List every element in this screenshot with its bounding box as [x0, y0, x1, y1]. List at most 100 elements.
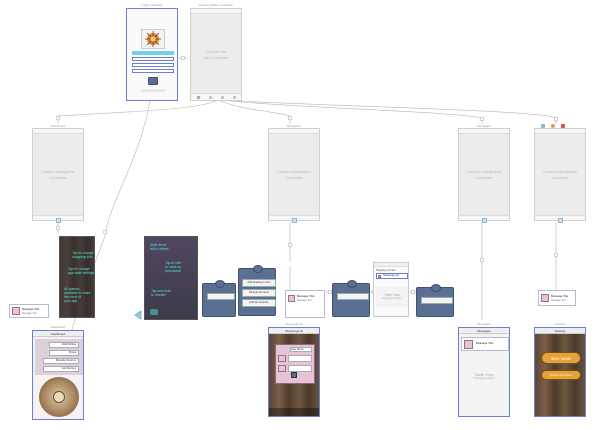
settings-header: Settings: [535, 328, 585, 334]
share-arrow-icon[interactable]: [134, 307, 142, 320]
shopping-table-label-1: Table View: [384, 293, 400, 297]
popup-blank-field[interactable]: [207, 293, 235, 300]
option-change-name[interactable]: Change list name: [242, 289, 276, 297]
nav-dashboard-scene[interactable]: Custom Navigation Controller: [32, 128, 84, 223]
popup-blank-3[interactable]: [416, 284, 454, 317]
shopping-list-scene[interactable]: Shopping List Item Name: [268, 327, 320, 417]
tip-text-4: app wide settings: [68, 271, 95, 275]
shopping-item-scene[interactable]: Shopping List Item Shopping List Table V…: [373, 262, 409, 317]
list-tip-7: to reorder: [151, 293, 166, 297]
right-message-title: Message Title: [551, 294, 569, 298]
login-controller-scene[interactable]: [126, 8, 178, 101]
nav-messages-label-2: Controller: [475, 175, 493, 180]
restore-purchases-button[interactable]: Restore Purchases: [541, 370, 581, 380]
tip-text-8: your app: [64, 299, 78, 303]
nav-messages-label-1: Custom Navigation: [467, 169, 501, 174]
extra-field[interactable]: [132, 69, 174, 73]
list-tip-6: Tap and hold: [151, 289, 171, 293]
buy-now-button[interactable]: BUY NOW: [541, 352, 581, 364]
login-button[interactable]: [148, 77, 158, 85]
message-avatar: [12, 307, 20, 315]
menu-item-wall-fishing[interactable]: Wall Fishing: [49, 342, 79, 348]
dashboard-dial[interactable]: [39, 377, 79, 417]
messages-scene[interactable]: Messages Message Title Table View Protot…: [458, 327, 510, 417]
popup-badge-2: [347, 280, 357, 288]
message-preview-right[interactable]: Message Title Message Text: [538, 290, 576, 306]
center-message-sub: Message Text: [297, 299, 312, 302]
message-preview-center[interactable]: Message Title Message Text: [285, 290, 325, 318]
first-responder-icon[interactable]: [541, 124, 545, 128]
popup-blank-field-2[interactable]: [337, 293, 369, 300]
messages-cell[interactable]: Message Title: [461, 337, 509, 351]
popup-badge-icon: [215, 280, 225, 288]
nav-messages-scene[interactable]: Custom Navigation Controller: [458, 128, 510, 223]
settings-scene[interactable]: Settings BUY NOW Restore Purchases: [534, 327, 586, 417]
menu-item-recipes[interactable]: Get Recipes: [43, 366, 79, 372]
tab-icon-settings[interactable]: [233, 96, 236, 99]
tip-text-3: Tap to change: [68, 267, 90, 271]
popup-badge-3: [431, 284, 441, 292]
dashboard-scene[interactable]: Dashboard Wall Fishing Shops Barcode Sca…: [32, 330, 84, 420]
tab-icon-messages[interactable]: [221, 96, 224, 99]
list-tip-1: Slide items: [150, 243, 167, 247]
shopping-header: Shopping List: [269, 328, 319, 334]
popup-blank-1[interactable]: [202, 280, 236, 317]
shopping-scene-title: Shopping List: [284, 322, 304, 326]
owner-icon[interactable]: [551, 124, 555, 128]
tutorial-dashboard-overlay[interactable]: Tap to change shopping lists Tap to chan…: [59, 236, 95, 318]
popup-options-badge: [253, 265, 263, 273]
nav-dashboard-dock-icon: [56, 218, 61, 223]
tutorial-list-overlay[interactable]: Slide items left to delete Tap to edit o…: [144, 236, 198, 320]
shopping-table-label-2: Prototype Content: [382, 297, 402, 300]
list-tip-2: left to delete: [150, 247, 169, 251]
message-preview-left[interactable]: Message Title Message Text: [9, 304, 49, 318]
exit-icon[interactable]: [561, 124, 565, 128]
list-tip-4: or mark as: [165, 265, 182, 269]
nav-settings-dock-icon: [558, 218, 563, 223]
tab-icon-dashboard[interactable]: [197, 96, 200, 99]
option-add-heading[interactable]: Add heading or item: [242, 279, 276, 287]
login-scene-title: Login Controller: [141, 3, 163, 7]
option-edit-contents[interactable]: Edit list contents: [242, 299, 276, 307]
dashboard-header: Dashboard: [33, 331, 83, 337]
tabbar: [191, 93, 241, 100]
list-tip-3: Tap to edit: [165, 261, 181, 265]
tab-icon-navigation[interactable]: [209, 96, 212, 99]
login-footer-bar: [141, 89, 165, 92]
custom-tabbar-scene[interactable]: Custom Tab bar Controller: [190, 8, 242, 101]
dashboard-menu: Wall Fishing Shops Barcode Scanner Get R…: [35, 339, 83, 375]
tabbar-scene-title: Custom Tabbar Controller: [198, 3, 234, 7]
email-field[interactable]: [132, 63, 174, 67]
shopping-row-1[interactable]: [288, 355, 312, 362]
messages-cell-avatar: [464, 340, 473, 349]
tabbar-label-2: bar Controller: [203, 55, 229, 60]
popup-options[interactable]: Add heading or item Change list name Edi…: [238, 265, 276, 316]
shopping-row-title[interactable]: Item Name: [290, 347, 312, 352]
shopping-item-row[interactable]: Shopping List: [376, 273, 408, 279]
tip-text-7: the most of: [64, 295, 81, 299]
shopping-row-2[interactable]: [288, 365, 312, 372]
right-message-sub: Message Text: [551, 299, 566, 302]
dashboard-scene-title: Dashboard: [50, 325, 66, 329]
popup-blank-field-3[interactable]: [421, 297, 453, 304]
shopping-edit-button[interactable]: [291, 372, 297, 378]
shopping-row-label: Item Name: [291, 348, 304, 351]
menu-item-barcode[interactable]: Barcode Scanner: [43, 358, 79, 364]
nav-navigation-title: Navigation: [286, 124, 302, 128]
shopping-bottom-bar: [269, 408, 319, 416]
nav-navigation-scene[interactable]: Custom Navigation Controller: [268, 128, 320, 223]
messages-header: Messages: [459, 328, 509, 334]
settings-toolbar-icons: [537, 123, 573, 129]
nav-settings-scene[interactable]: Custom Navigation Controller: [534, 128, 586, 223]
nav-settings-label-2: Controller: [551, 175, 569, 180]
center-message-title: Message Title: [297, 294, 315, 298]
hand-pointer-icon: [150, 309, 158, 315]
dial-center-button[interactable]: [53, 391, 65, 403]
menu-item-shops[interactable]: Shops: [49, 350, 79, 356]
popup-blank-2[interactable]: [332, 280, 370, 317]
tip-text-6: available to make: [64, 291, 91, 295]
tabbar-label-1: Custom Tab: [205, 49, 227, 54]
login-logo: [141, 29, 165, 49]
username-field[interactable]: [132, 51, 174, 55]
password-field[interactable]: [132, 57, 174, 61]
